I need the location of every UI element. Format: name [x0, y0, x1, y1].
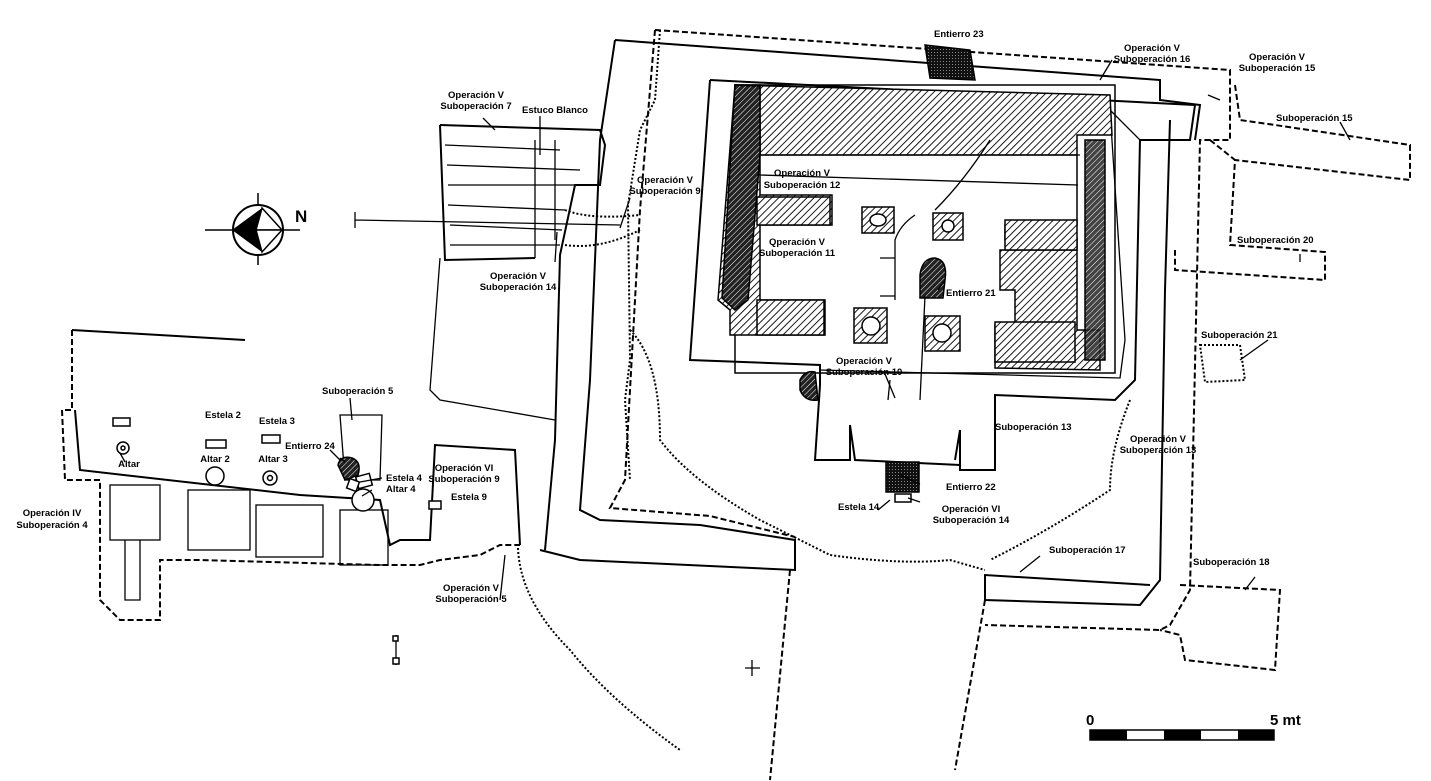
label-op4-sub4-a: Operación IV — [23, 508, 82, 519]
north-arrow-icon — [205, 193, 300, 265]
label-op5-sub9-a: Operación V — [637, 175, 694, 186]
scale-zero: 0 — [1086, 712, 1094, 729]
label-entierro-21: Entierro 21 — [946, 288, 996, 299]
label-estela-14: Estela 14 — [838, 502, 880, 513]
label-sub5: Suboperación 5 — [322, 386, 394, 397]
label-op5-sub5-a: Operación V — [443, 583, 500, 594]
label-op5-sub15-b: Suboperación 15 — [1239, 63, 1316, 74]
label-entierro-24: Entierro 24 — [285, 441, 335, 452]
label-sub17: Suboperación 17 — [1049, 545, 1126, 556]
label-estela-2: Estela 2 — [205, 410, 241, 421]
label-op5-sub9-b: Suboperación 9 — [629, 186, 700, 197]
label-op5-sub15-a: Operación V — [1249, 52, 1306, 63]
plaza-area — [60, 329, 521, 665]
leader-lines — [119, 59, 1351, 601]
label-estela-4: Estela 4 — [386, 473, 423, 484]
label-entierro-22: Entierro 22 — [946, 482, 996, 493]
label-op5-sub14-b: Suboperación 14 — [480, 282, 557, 293]
label-op5-sub12-a: Operación V — [774, 168, 831, 179]
label-op5-sub13-a: Operación V — [1130, 434, 1187, 445]
map-labels: Entierro 23 Operación V Suboperación 16 … — [16, 29, 1353, 605]
label-op5-sub12-b: Suboperación 12 — [764, 180, 841, 191]
label-sub21: Suboperación 21 — [1201, 330, 1278, 341]
label-op6-sub14-a: Operación VI — [942, 504, 1001, 515]
label-op5-sub5-b: Suboperación 5 — [435, 594, 507, 605]
label-altar: Altar — [118, 459, 140, 470]
scale-bar — [1089, 729, 1275, 741]
outer-lines — [517, 547, 986, 781]
label-sub20: Suboperación 20 — [1237, 235, 1314, 246]
label-op5-sub13-b: Suboperación 13 — [1120, 445, 1197, 456]
label-estela-9: Estela 9 — [451, 492, 487, 503]
main-structure — [539, 29, 1231, 632]
label-altar-4: Altar 4 — [386, 484, 416, 495]
label-sub18: Suboperación 18 — [1193, 557, 1270, 568]
north-label: N — [295, 207, 307, 226]
label-sub15: Suboperación 15 — [1276, 113, 1353, 124]
scale-end: 5 mt — [1270, 712, 1301, 729]
label-op5-sub7-a: Operación V — [448, 90, 505, 101]
label-op5-sub11-a: Qperación V — [769, 237, 826, 248]
stairway-area — [354, 124, 641, 551]
label-op5-sub10-a: Operación V — [836, 356, 893, 367]
label-entierro-23: Entierro 23 — [934, 29, 984, 40]
right-suboperations — [1159, 84, 1411, 672]
label-estela-3: Estela 3 — [259, 416, 295, 427]
label-op5-sub10-b: Suboperación 10 — [826, 367, 903, 378]
label-op5-sub16-b: Suboperación 16 — [1114, 54, 1191, 65]
label-sub13: Suboperación 13 — [995, 422, 1072, 433]
label-op5-sub11-b: Suboperación 11 — [759, 248, 836, 259]
label-estuco-blanco: Estuco Blanco — [522, 105, 588, 116]
label-altar-2: Altar 2 — [200, 454, 230, 465]
label-op5-sub7-b: Suboperación 7 — [440, 101, 511, 112]
label-op6-sub14-b: Suboperación 14 — [933, 515, 1010, 526]
label-op6-sub9-a: Operación VI — [435, 463, 494, 474]
label-op6-sub9-b: Suboperación 9 — [428, 474, 499, 485]
label-op5-sub16-a: Operación V — [1124, 43, 1181, 54]
label-altar-3: Altar 3 — [258, 454, 288, 465]
label-op5-sub14-a: Operación V — [490, 271, 547, 282]
label-op4-sub4-b: Suboperación 4 — [16, 520, 88, 531]
